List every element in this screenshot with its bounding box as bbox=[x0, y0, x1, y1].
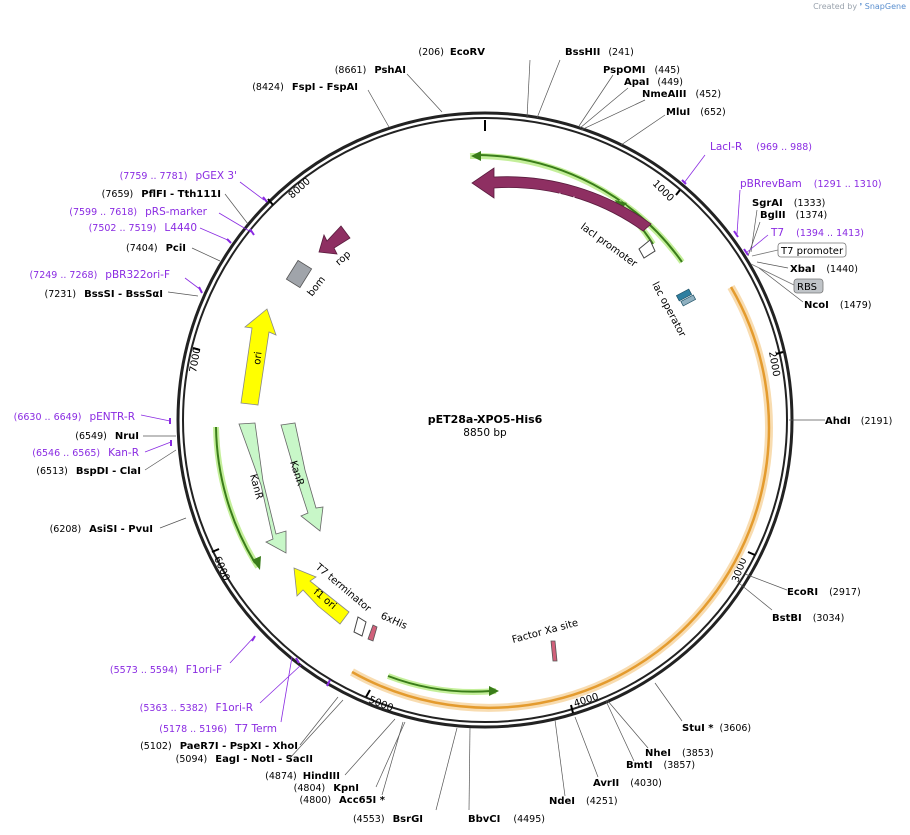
primer-laci-r[interactable]: LacI-R(969 .. 988) bbox=[710, 141, 812, 153]
enzyme-bstbi[interactable]: BstBI(3034) bbox=[772, 613, 844, 624]
enzyme-bsssi[interactable]: (7231)BssSI - BssSαI bbox=[45, 289, 163, 300]
enzyme-nrui[interactable]: (6549)NruI bbox=[75, 431, 139, 442]
primer-l4440[interactable]: (7502 .. 7519)L4440 bbox=[89, 222, 197, 234]
tick-1000: 1000 bbox=[650, 178, 681, 204]
feature-label-lac-operator: lac operator bbox=[649, 280, 688, 339]
enzyme-paer7i-pspxi-xhoi[interactable]: (5102)PaeR7I - PspXI - XhoI bbox=[140, 741, 298, 752]
feature-t7-terminator[interactable] bbox=[353, 616, 367, 637]
enzyme-asisi-pvui[interactable]: (6208)AsiSI - PvuI bbox=[50, 524, 153, 535]
enzyme-leaders bbox=[143, 59, 825, 811]
primer-t7-term[interactable]: (5178 .. 5196)T7 Term bbox=[159, 723, 277, 735]
enzyme-ahdi[interactable]: AhdI(2191) bbox=[825, 416, 892, 427]
enzyme-nmeaiii[interactable]: NmeAIII(452) bbox=[642, 89, 721, 100]
enzyme-ecorv[interactable]: (206)EcoRV bbox=[418, 47, 485, 58]
enzyme-apai[interactable]: ApaI(449) bbox=[624, 77, 683, 88]
enzyme-pspomi[interactable]: PspOMI(445) bbox=[603, 65, 680, 76]
enzyme-bsrgi[interactable]: (4553)BsrGI bbox=[353, 814, 423, 825]
enzyme-kpni[interactable]: (4804)KpnI bbox=[294, 783, 359, 794]
enzyme-acc65i[interactable]: (4800)Acc65I * bbox=[299, 795, 385, 806]
primer-f1ori-r[interactable]: (5363 .. 5382)F1ori-R bbox=[140, 702, 253, 714]
enzyme-pshai[interactable]: (8661)PshAI bbox=[335, 65, 406, 76]
primer-prs-marker[interactable]: (7599 .. 7618)pRS-marker bbox=[69, 206, 207, 218]
feature-label-rop: rop bbox=[334, 249, 354, 268]
tick-label-5000: 5000 bbox=[367, 695, 395, 715]
enzyme-ecori[interactable]: EcoRI(2917) bbox=[787, 587, 861, 598]
enzyme-mlui[interactable]: MluI(652) bbox=[666, 107, 726, 118]
enzyme-sgrai[interactable]: SgrAI(1333) bbox=[752, 198, 825, 209]
feature-label-rbs: RBS bbox=[797, 282, 817, 293]
primer-pentr-r[interactable]: (6630 .. 6649)pENTR-R bbox=[14, 411, 135, 423]
feature-label-lacI: lacI bbox=[556, 192, 575, 207]
tick-7000: 7000 bbox=[188, 347, 203, 374]
lacI-region-arc bbox=[478, 154, 683, 263]
feature-f1ori[interactable] bbox=[293, 567, 350, 625]
feature-lacI-promoter[interactable] bbox=[638, 239, 656, 259]
enzyme-pcii[interactable]: (7404)PciI bbox=[126, 243, 186, 254]
feature-lacI[interactable] bbox=[471, 167, 652, 232]
feature-t7-promoter-box[interactable]: T7 promoter bbox=[751, 242, 847, 258]
enzyme-ndei[interactable]: NdeI(4251) bbox=[549, 796, 618, 807]
feature-ori[interactable] bbox=[240, 308, 277, 406]
tick-label-8000: 8000 bbox=[287, 176, 313, 201]
feature-label-t7-promoter: T7 promoter bbox=[780, 246, 844, 257]
enzyme-avrii[interactable]: AvrII(4030) bbox=[593, 778, 662, 789]
feature-6xhis[interactable] bbox=[367, 624, 378, 642]
primer-marks bbox=[169, 179, 749, 687]
enzyme-stui[interactable]: StuI *(3606) bbox=[682, 723, 751, 734]
tick-2000: 2000 bbox=[766, 351, 784, 378]
insert-region-arc bbox=[351, 286, 771, 709]
snapgene-logo-icon: ❜ bbox=[859, 2, 863, 11]
primer-leaders bbox=[140, 154, 769, 723]
backbone-inner bbox=[182, 117, 788, 723]
primer-pbrrevbam[interactable]: pBRrevBam(1291 .. 1310) bbox=[740, 178, 882, 190]
tick-label-7000: 7000 bbox=[188, 347, 203, 374]
feature-label-lacI-promoter: lacI promoter bbox=[578, 222, 639, 271]
enzyme-bbvci[interactable]: BbvCI(4495) bbox=[468, 814, 545, 825]
lacI-region-arrowhead bbox=[471, 151, 481, 161]
feature-rop[interactable] bbox=[318, 225, 351, 255]
enzyme-nhei[interactable]: NheI(3853) bbox=[645, 748, 714, 759]
enzyme-bglii[interactable]: BglII(1374) bbox=[760, 210, 827, 221]
snapgene-credit: Created by ❜ SnapGene bbox=[813, 2, 906, 11]
tick-label-2000: 2000 bbox=[766, 351, 781, 378]
tick-label-6000: 6000 bbox=[211, 555, 231, 583]
enzyme-fspi-fspai[interactable]: (8424)FspI - FspAI bbox=[252, 82, 358, 93]
enzyme-pflfi-tth111i[interactable]: (7659)PflFI - Tth111I bbox=[102, 189, 221, 200]
enzyme-bspdi-clai[interactable]: (6513)BspDI - ClaI bbox=[36, 466, 141, 477]
feature-kanr-1[interactable] bbox=[238, 422, 287, 554]
primer-kan-r[interactable]: (6546 .. 6565)Kan-R bbox=[32, 447, 139, 459]
feature-lac-operator[interactable] bbox=[675, 288, 697, 307]
primer-f1ori-f[interactable]: (5573 .. 5594)F1ori-F bbox=[110, 664, 222, 676]
plasmid-length: 8850 bp bbox=[463, 427, 507, 439]
enzyme-hindiii[interactable]: (4874)HindIII bbox=[265, 771, 340, 782]
feature-rbs-box[interactable]: RBS bbox=[750, 263, 824, 294]
enzyme-bmti[interactable]: BmtI(3857) bbox=[626, 760, 695, 771]
insert-region-glow bbox=[350, 284, 773, 712]
primer-pbr322ori-f[interactable]: (7249 .. 7268)pBR322ori-F bbox=[29, 269, 170, 281]
feature-factor-xa[interactable] bbox=[550, 640, 558, 662]
his-region-arrowhead bbox=[489, 686, 499, 696]
his-region-arc bbox=[387, 675, 492, 693]
enzyme-eagi-noti-sacii[interactable]: (5094)EagI - NotI - SacII bbox=[176, 754, 313, 765]
enzyme-bsshii[interactable]: BssHII(241) bbox=[565, 47, 634, 58]
kanr-outer-arc bbox=[215, 426, 256, 564]
tick-8000: 8000 bbox=[267, 176, 313, 206]
feature-label-factor-xa: Factor Xa site bbox=[511, 618, 580, 646]
enzyme-xbai[interactable]: XbaI(1440) bbox=[790, 264, 858, 275]
credit-brand: SnapGene bbox=[864, 2, 906, 11]
feature-bom[interactable] bbox=[285, 259, 313, 289]
credit-prefix: Created by bbox=[813, 2, 858, 11]
feature-kanr-2[interactable] bbox=[280, 422, 324, 532]
feature-label-bom: bom bbox=[306, 275, 328, 299]
feature-label-6xhis: 6xHis bbox=[379, 611, 409, 632]
feature-label-ori: ori bbox=[252, 351, 265, 365]
plasmid-name: pET28a-XPO5-His6 bbox=[428, 413, 543, 426]
enzyme-ncoi[interactable]: NcoI(1479) bbox=[804, 300, 871, 311]
primer-pgex3[interactable]: (7759 .. 7781)pGEX 3' bbox=[120, 170, 237, 182]
primer-t7[interactable]: T7(1394 .. 1413) bbox=[770, 227, 864, 239]
kanr-outer-arrowhead bbox=[252, 556, 261, 570]
